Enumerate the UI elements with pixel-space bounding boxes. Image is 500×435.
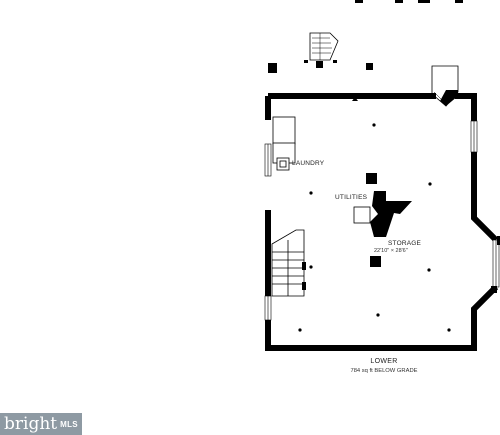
floor-area: 784 sq ft BELOW GRADE	[350, 368, 418, 374]
interior-stairs-icon	[271, 229, 305, 297]
stair-rail-end	[302, 282, 306, 290]
column-marker	[316, 61, 323, 68]
column-marker	[268, 63, 277, 73]
room-label-utilities: UTILITIES	[335, 194, 368, 201]
wall-end	[491, 286, 497, 293]
exterior-entry-icon	[431, 65, 459, 107]
room-label-storage: STORAGE	[388, 240, 422, 247]
windows	[264, 120, 500, 321]
floor-name: LOWER	[370, 358, 398, 365]
room-label-laundry: LAUNDRY	[292, 160, 325, 167]
top-cutoff-marks	[355, 0, 463, 3]
upper-stair-icon	[309, 32, 339, 61]
ceiling-points	[298, 97, 451, 332]
room-dimensions-storage: 22'10" × 28'6"	[374, 248, 408, 254]
utilities-equipment-icon	[353, 173, 412, 267]
laundry-appliances-icon	[272, 116, 296, 171]
watermark-brand: bright	[4, 413, 58, 434]
brightmls-watermark: bright MLS	[0, 413, 82, 435]
column-marker	[333, 60, 337, 63]
wall-end	[497, 236, 500, 245]
stair-rail-end	[302, 262, 306, 270]
watermark-suffix: MLS	[60, 419, 78, 429]
column-marker	[304, 60, 308, 63]
column-marker	[366, 63, 373, 70]
